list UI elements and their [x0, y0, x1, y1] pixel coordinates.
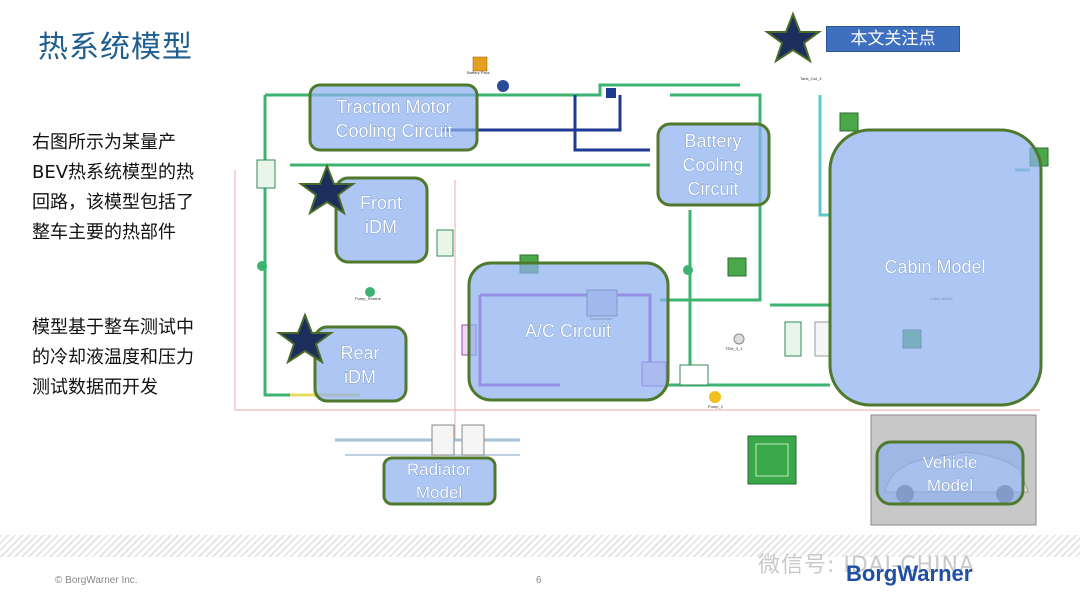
- heat-exchanger-icon-4: [814, 321, 830, 357]
- tiny-label: TEM_3_1: [725, 346, 743, 351]
- sensor-icon: [733, 333, 745, 345]
- focus-stars: [275, 11, 823, 365]
- radiator-block-2: [461, 424, 485, 456]
- heat-exchanger-icon-2: [436, 229, 454, 257]
- battery-label-line1: Battery: [684, 131, 741, 151]
- vehicle-label-line1: Vehicle: [923, 453, 978, 472]
- tiny-label: Battery Pack: [467, 70, 490, 75]
- pump-icon-5: [683, 265, 693, 275]
- region-vehicle-model: [875, 440, 1025, 506]
- tiny-label: Pump_2: [708, 404, 724, 409]
- rear-idm-label-line2: iDM: [344, 367, 376, 387]
- paragraph-line: 模型基于整车测试中: [32, 317, 194, 338]
- paragraph-line: 测试数据而开发: [32, 377, 158, 398]
- pipe-navy-b: [573, 95, 650, 152]
- heater-icon-1: [679, 364, 709, 386]
- region-traction-motor: [308, 83, 479, 152]
- copyright: © BorgWarner Inc.: [55, 575, 138, 586]
- pipe-navy-a: [440, 95, 622, 132]
- region-rear-idm: [313, 325, 408, 403]
- front-idm-label-line1: Front: [360, 193, 402, 213]
- radiator-label-line2: Model: [416, 483, 462, 502]
- paragraph-line: 右图所示为某量产: [32, 132, 176, 153]
- heat-exchanger-icon-1: [256, 159, 276, 189]
- battery-label-line2: Cooling: [682, 155, 743, 175]
- brand-logo: BorgWarner: [846, 561, 973, 586]
- description-paragraph-1: 右图所示为某量产 BEV热系统模型的热 回路，该模型包括了 整车主要的热部件: [32, 128, 227, 248]
- cabin-label: Cabin Model: [884, 257, 985, 277]
- pump-icon-4: [365, 287, 375, 297]
- circuit-board-inner: [755, 443, 789, 477]
- region-battery-cooling: [656, 122, 771, 207]
- vehicle-label-line2: Model: [927, 476, 973, 495]
- paragraph-line: 的冷却液温度和压力: [32, 347, 194, 368]
- pump-icon-3: [257, 261, 267, 271]
- region-cabin-model: [828, 128, 1043, 407]
- pump-icon-2: [709, 391, 721, 403]
- controller-icon-3: [839, 112, 859, 132]
- pipe-pink: [234, 170, 1040, 411]
- star-icon-badge: [763, 11, 823, 64]
- region-ac-circuit: [467, 261, 670, 402]
- pump-icon: [497, 80, 509, 92]
- region-labels: Traction Motor Cooling Circuit Front iDM…: [335, 97, 986, 503]
- paragraph-line: 整车主要的热部件: [32, 222, 176, 243]
- battery-label-line3: Circuit: [687, 179, 738, 199]
- star-icon-front-idm: [297, 163, 357, 216]
- ac-label: A/C Circuit: [525, 321, 611, 341]
- traction-label-line1: Traction Motor: [336, 97, 451, 117]
- paragraph-line: BEV热系统模型的热: [32, 162, 195, 183]
- wechat-watermark: 微信号: IDAJ-CHINA: [758, 553, 976, 578]
- tiny-label: Tank_Out_4: [800, 76, 822, 81]
- rear-idm-label-line1: Rear: [340, 343, 379, 363]
- description-paragraph-2: 模型基于整车测试中 的冷却液温度和压力 测试数据而开发: [32, 313, 227, 403]
- battery-pack-icon: [472, 56, 488, 72]
- radiator-label-line1: Radiator: [407, 460, 472, 479]
- star-icon-rear-idm: [275, 312, 335, 365]
- region-radiator-model: [382, 456, 497, 506]
- pipe-teal-right: [818, 95, 830, 217]
- region-front-idm: [334, 176, 429, 264]
- traction-label-line2: Cooling Circuit: [335, 121, 452, 141]
- paragraph-line: 回路，该模型包括了: [32, 192, 194, 213]
- tiny-label: Pump_Rearhe: [355, 296, 382, 301]
- circuit-board-icon: [747, 435, 797, 485]
- page-title: 热系统模型: [38, 30, 193, 65]
- controller-icon-2: [727, 257, 747, 277]
- page-number: 6: [536, 575, 542, 586]
- front-idm-label-line2: iDM: [365, 217, 397, 237]
- focus-badge: 本文关注点: [826, 26, 960, 52]
- valve-icon: [606, 88, 616, 98]
- heat-exchanger-icon-3: [784, 321, 802, 357]
- footer-stripe: [0, 535, 1080, 557]
- diagram-regions: [308, 83, 1043, 506]
- radiator-block-1: [431, 424, 455, 456]
